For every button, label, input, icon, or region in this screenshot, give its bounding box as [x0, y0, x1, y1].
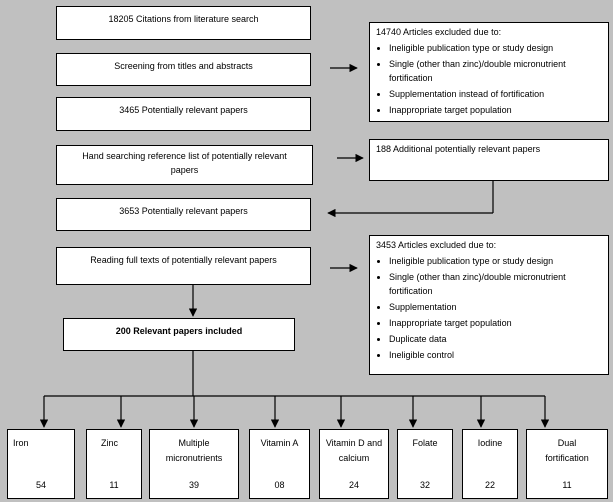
category-vitamin-a: Vitamin A 08	[249, 429, 310, 499]
category-name: Folate	[412, 438, 438, 448]
exclusion-heading-2: 3453 Articles excluded due to:	[376, 240, 497, 250]
merged-papers-box: 3653 Potentially relevant papers	[56, 198, 311, 231]
category-name: Vitamin A	[260, 438, 299, 448]
category-name: Zinc	[101, 438, 119, 448]
citations-box: 18205 Citations from literature search	[56, 6, 311, 40]
category-folate: Folate 32	[397, 429, 453, 499]
category-name: Vitamin D and calcium	[325, 438, 383, 463]
category-count: 39	[188, 480, 199, 490]
hand-search-box: Hand searching reference list of potenti…	[56, 145, 313, 185]
merged-papers-text: 3653 Potentially relevant papers	[119, 206, 248, 216]
exclusion-box-2: 3453 Articles excluded due to: Ineligibl…	[369, 235, 609, 375]
category-name: Multiple micronutrients	[165, 438, 223, 463]
exclusion-item: Inappropriate target population	[389, 103, 602, 117]
citations-text: 18205 Citations from literature search	[108, 14, 259, 24]
category-name: Dual fortification	[545, 438, 589, 463]
exclusion-item: Single (other than zinc)/double micronut…	[389, 270, 602, 298]
exclusion-item: Inappropriate target population	[389, 316, 602, 330]
exclusion-item: Ineligible publication type or study des…	[389, 41, 602, 55]
exclusion-item: Ineligible publication type or study des…	[389, 254, 602, 268]
category-vitamin-d: Vitamin D and calcium 24	[319, 429, 389, 499]
additional-papers-text: 188 Additional potentially relevant pape…	[376, 144, 541, 154]
full-text-text: Reading full texts of potentially releva…	[90, 255, 277, 265]
category-count: 11	[109, 480, 119, 490]
category-count: 08	[274, 480, 285, 490]
category-dual: Dual fortification 11	[526, 429, 608, 499]
exclusion-item: Ineligible control	[389, 348, 602, 362]
included-box: 200 Relevant papers included	[63, 318, 295, 351]
category-iron: Iron 54	[7, 429, 75, 499]
full-text-box: Reading full texts of potentially releva…	[56, 247, 311, 285]
included-text: 200 Relevant papers included	[115, 326, 243, 336]
potential-papers-box: 3465 Potentially relevant papers	[56, 97, 311, 131]
exclusion-item: Supplementation	[389, 300, 602, 314]
potential-papers-text: 3465 Potentially relevant papers	[119, 105, 248, 115]
category-count: 54	[35, 480, 46, 490]
category-name: Iron	[13, 438, 29, 448]
category-name: Iodine	[477, 438, 503, 448]
category-iodine: Iodine 22	[462, 429, 518, 499]
category-count: 11	[562, 480, 572, 490]
screening-text: Screening from titles and abstracts	[114, 61, 253, 71]
exclusion-box-1: 14740 Articles excluded due to: Ineligib…	[369, 22, 609, 122]
exclusion-item: Supplementation instead of fortification	[389, 87, 602, 101]
hand-search-text: Hand searching reference list of potenti…	[82, 151, 287, 175]
category-zinc: Zinc 11	[86, 429, 142, 499]
category-count: 22	[484, 480, 495, 490]
category-count: 24	[348, 480, 359, 490]
screening-box: Screening from titles and abstracts	[56, 53, 311, 86]
exclusion-item: Single (other than zinc)/double micronut…	[389, 57, 602, 85]
category-multiple: Multiple micronutrients 39	[149, 429, 239, 499]
additional-papers-box: 188 Additional potentially relevant pape…	[369, 139, 609, 181]
exclusion-item: Duplicate data	[389, 332, 602, 346]
exclusion-heading-1: 14740 Articles excluded due to:	[376, 27, 502, 37]
category-count: 32	[419, 480, 430, 490]
